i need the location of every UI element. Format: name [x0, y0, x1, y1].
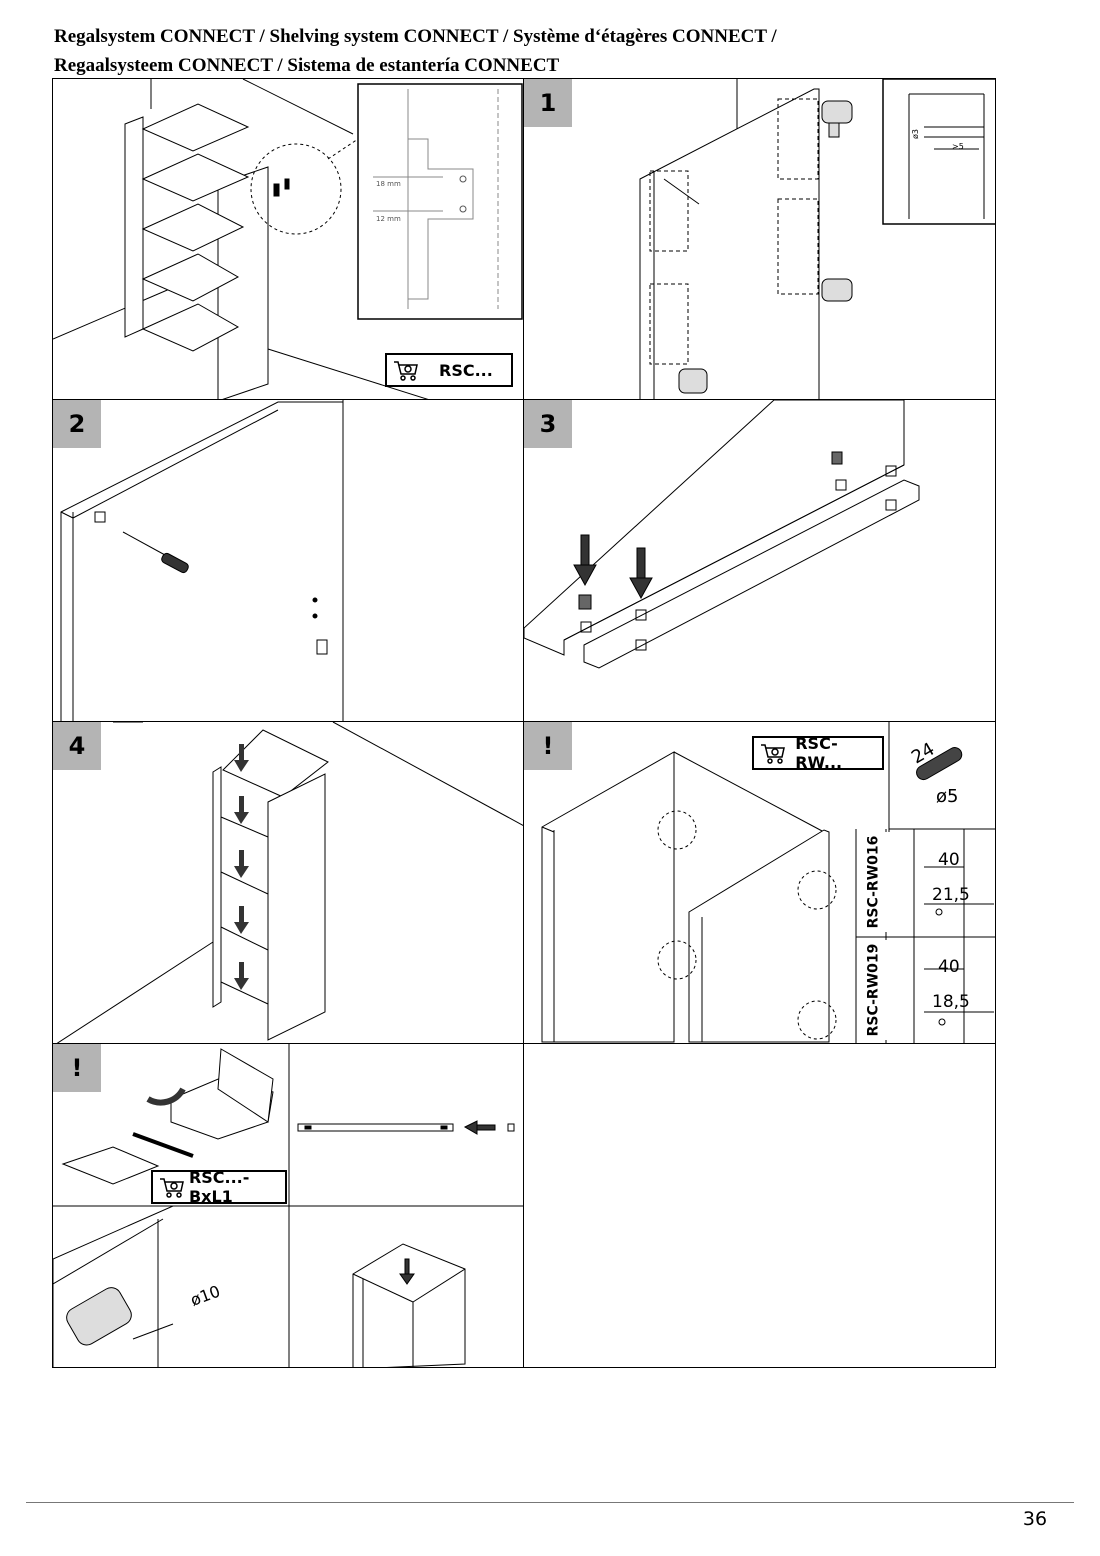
rw019-code: RSC-RW019 — [858, 940, 888, 1040]
drill-icon — [66, 1287, 132, 1346]
dim-12mm: 12 mm — [376, 215, 401, 223]
instruction-grid: 18 mm 12 mm RSC... 1 — [52, 78, 996, 1368]
step-1-badge: 1 — [524, 79, 572, 127]
screwdriver-icon — [122, 531, 189, 574]
step-4-illustration — [55, 722, 524, 1044]
dowel-diameter: ø5 — [936, 786, 958, 807]
step-3-badge: 3 — [524, 400, 572, 448]
hole-diameter: ø3 — [911, 129, 920, 139]
step-3-illustration — [524, 400, 920, 669]
rw019-dim-bottom: 18,5 — [932, 992, 970, 1012]
empty-panel — [523, 1043, 996, 1368]
rail-note-panel: ! ø10 — [52, 1043, 525, 1368]
step-1-panel: 1 ø3 >5 — [523, 78, 996, 401]
overview-panel: 18 mm 12 mm RSC... — [52, 78, 525, 401]
rail-note-illustration: ø10 — [53, 1044, 524, 1367]
dowel-tag-label: RSC-RW... — [795, 734, 843, 772]
shopping-cart-icon — [393, 359, 419, 381]
rail-tag-label: RSC...-BxL1 — [188, 1168, 250, 1206]
dowel-part-tag: RSC-RW... — [752, 734, 884, 772]
rail-part-tag: RSC...-BxL1 — [151, 1168, 287, 1206]
rw019-dim-top: 40 — [938, 957, 960, 977]
step-3-panel: 3 — [523, 399, 996, 723]
rw016-code: RSC-RW016 — [858, 832, 888, 932]
step-4-badge: 4 — [53, 722, 101, 770]
step-2-illustration — [60, 400, 344, 722]
dowel-note-illustration: 24 ø5 40 21,5 40 18,5 — [541, 722, 995, 1044]
shopping-cart-icon — [159, 1176, 184, 1198]
rw016-dim-bottom: 21,5 — [932, 885, 970, 905]
overview-tag-label: RSC... — [439, 360, 493, 380]
hole-depth: >5 — [952, 142, 964, 151]
page-number: 36 — [1022, 1508, 1048, 1530]
shopping-cart-icon — [760, 742, 785, 764]
step-2-panel: 2 — [52, 399, 525, 723]
rw016-dim-top: 40 — [938, 850, 960, 870]
overview-illustration: 18 mm 12 mm — [53, 79, 523, 400]
footer-divider — [26, 1502, 1074, 1503]
dowel-note-marker: ! — [524, 722, 572, 770]
title-line-2: Regaalsysteem CONNECT / Sistema de estan… — [54, 55, 560, 76]
step-4-panel: 4 — [52, 721, 525, 1045]
step-1-illustration: ø3 >5 — [639, 79, 995, 400]
step-2-badge: 2 — [53, 400, 101, 448]
rotate-arrow-icon — [146, 1087, 186, 1106]
overview-part-tag: RSC... — [385, 353, 513, 387]
drill-icon — [821, 100, 853, 138]
page-title: Regalsystem CONNECT / Shelving system CO… — [54, 22, 1054, 80]
title-line-1: Regalsystem CONNECT / Shelving system CO… — [54, 26, 777, 47]
dowel-note-panel: ! 24 ø5 4 — [523, 721, 996, 1045]
arrow-left-icon — [463, 1120, 496, 1135]
dim-18mm: 18 mm — [376, 180, 401, 188]
dowel-icon — [916, 747, 963, 781]
arrow-down-icon — [573, 534, 597, 587]
rail-note-marker: ! — [53, 1044, 101, 1092]
